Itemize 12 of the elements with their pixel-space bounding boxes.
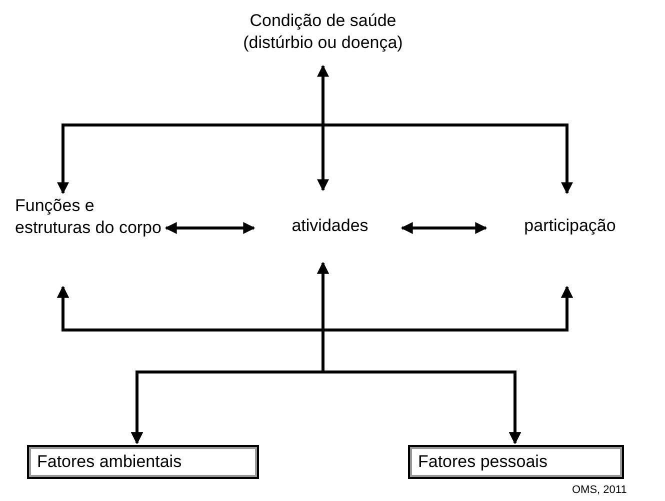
factor-box: Fatores pessoais	[408, 445, 624, 479]
concept-label: atividades	[274, 215, 386, 237]
arrow	[322, 66, 573, 194]
arrow	[317, 64, 329, 192]
arrow	[164, 222, 256, 234]
source-note: OMS, 2011	[572, 484, 627, 496]
arrow	[400, 222, 488, 234]
concept-label: Funções e estruturas do corpo	[15, 195, 165, 239]
arrow	[322, 286, 573, 444]
concept-label: Condição de saúde (distúrbio ou doença)	[218, 10, 428, 54]
factor-box: Fatores ambientais	[27, 445, 259, 479]
concept-label: participação	[500, 215, 640, 237]
